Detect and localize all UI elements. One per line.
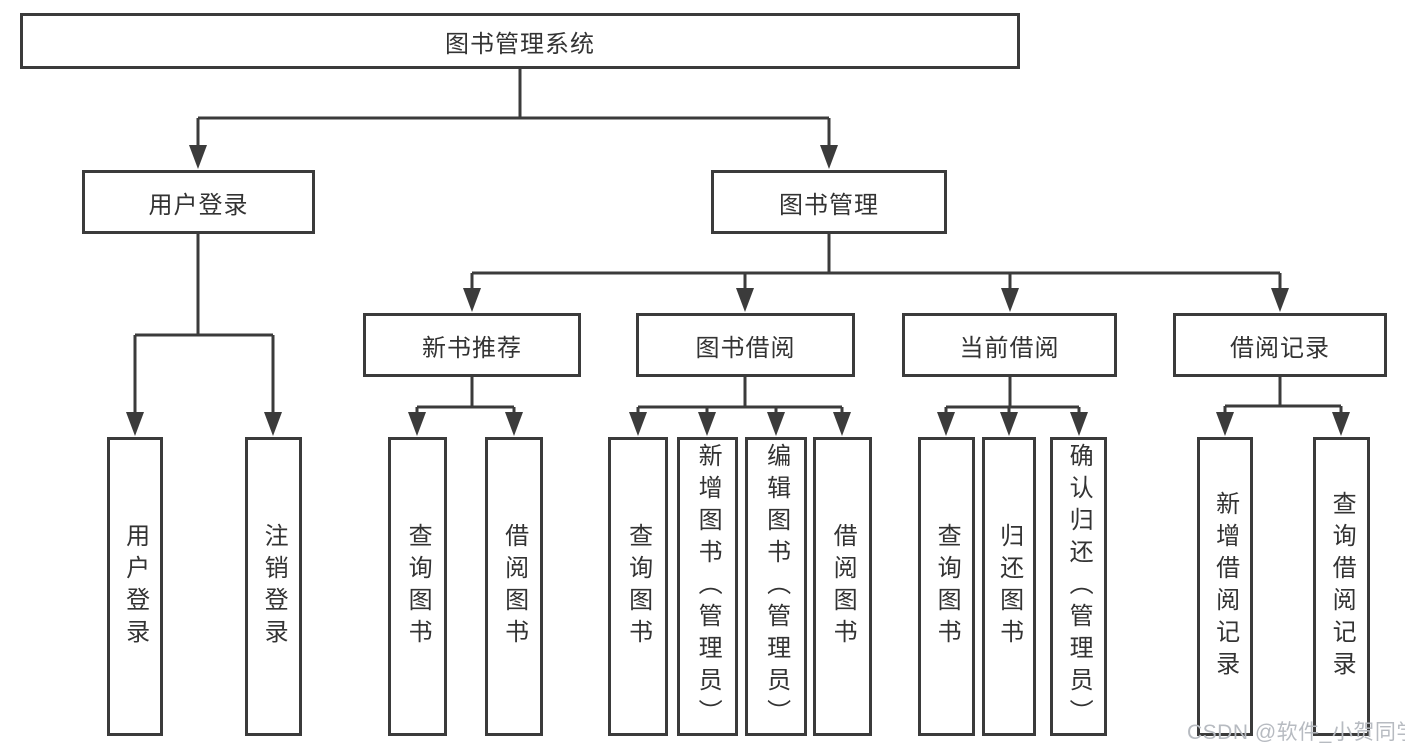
edges-root-to-level2 bbox=[189, 69, 838, 169]
node-borrow-records: 借阅记录 bbox=[1173, 313, 1387, 377]
arrowhead bbox=[1216, 412, 1234, 436]
arrowhead bbox=[1271, 288, 1289, 312]
node-borrow-records-label: 借阅记录 bbox=[1230, 334, 1330, 362]
node-user-login: 用户登录 bbox=[82, 170, 315, 234]
arrowhead bbox=[126, 412, 144, 436]
leaf-current-return-books-label: 归还图书 bbox=[995, 522, 1023, 651]
arrowhead bbox=[463, 288, 481, 312]
leaf-borrowing-query-books-label: 查询图书 bbox=[624, 522, 652, 651]
node-book-borrowing: 图书借阅 bbox=[636, 313, 855, 377]
leaf-borrowing-borrow-books-label: 借阅图书 bbox=[829, 522, 857, 651]
arrowhead bbox=[1000, 412, 1018, 436]
edges-current-borrowing-to-leaves bbox=[937, 377, 1088, 436]
leaf-records-add-record-label: 新增借阅记录 bbox=[1211, 490, 1239, 683]
leaf-borrowing-add-books-admin: 新增图书（管理员） bbox=[677, 437, 738, 736]
arrowhead bbox=[767, 412, 785, 436]
arrowhead bbox=[629, 412, 647, 436]
leaf-logout: 注销登录 bbox=[245, 437, 302, 736]
node-root: 图书管理系统 bbox=[20, 13, 1020, 69]
node-new-book-recommend-label: 新书推荐 bbox=[422, 334, 522, 362]
leaf-current-query-books-label: 查询图书 bbox=[933, 522, 961, 651]
leaf-current-confirm-return-admin-label: 确认归还（管理员） bbox=[1065, 442, 1093, 731]
leaf-borrowing-query-books: 查询图书 bbox=[608, 437, 668, 736]
arrowhead bbox=[189, 145, 207, 169]
arrowhead bbox=[736, 288, 754, 312]
leaf-user-login: 用户登录 bbox=[107, 437, 163, 736]
arrowhead bbox=[937, 412, 955, 436]
node-user-login-label: 用户登录 bbox=[148, 191, 249, 219]
edges-book-management-to-level3 bbox=[463, 234, 1289, 312]
node-book-management-label: 图书管理 bbox=[779, 191, 879, 219]
arrowhead bbox=[408, 412, 426, 436]
leaf-current-query-books: 查询图书 bbox=[918, 437, 975, 736]
leaf-current-confirm-return-admin: 确认归还（管理员） bbox=[1050, 437, 1107, 736]
arrowhead bbox=[1001, 288, 1019, 312]
arrowhead bbox=[264, 412, 282, 436]
leaf-records-query-record-label: 查询借阅记录 bbox=[1328, 490, 1356, 683]
leaf-borrowing-edit-books-admin-label: 编辑图书（管理员） bbox=[762, 442, 790, 731]
arrowhead bbox=[505, 412, 523, 436]
leaf-borrowing-add-books-admin-label: 新增图书（管理员） bbox=[694, 442, 722, 731]
leaf-records-query-record: 查询借阅记录 bbox=[1313, 437, 1370, 736]
edges-book-borrowing-to-leaves bbox=[629, 377, 851, 436]
node-current-borrowing-label: 当前借阅 bbox=[959, 334, 1060, 362]
edges-user-login-to-leaves bbox=[126, 234, 282, 436]
leaf-recommend-query-books-label: 查询图书 bbox=[404, 522, 432, 651]
arrowhead bbox=[820, 145, 838, 169]
node-new-book-recommend: 新书推荐 bbox=[363, 313, 581, 377]
node-book-borrowing-label: 图书借阅 bbox=[695, 334, 796, 362]
leaf-current-return-books: 归还图书 bbox=[982, 437, 1036, 736]
arrowhead bbox=[1070, 412, 1088, 436]
watermark: CSDN @软件_小贺同学 bbox=[1187, 721, 1405, 744]
leaf-logout-label: 注销登录 bbox=[260, 522, 288, 651]
leaf-borrowing-borrow-books: 借阅图书 bbox=[813, 437, 872, 736]
leaf-records-add-record: 新增借阅记录 bbox=[1197, 437, 1253, 736]
edges-new-book-recommend-to-leaves bbox=[408, 377, 523, 436]
arrowhead bbox=[1332, 412, 1350, 436]
edges-borrow-records-to-leaves bbox=[1216, 377, 1350, 436]
leaf-recommend-query-books: 查询图书 bbox=[388, 437, 447, 736]
node-book-management: 图书管理 bbox=[711, 170, 947, 234]
arrowhead bbox=[698, 412, 716, 436]
leaf-user-login-label: 用户登录 bbox=[121, 522, 149, 651]
leaf-borrowing-edit-books-admin: 编辑图书（管理员） bbox=[745, 437, 807, 736]
arrowhead bbox=[833, 412, 851, 436]
node-current-borrowing: 当前借阅 bbox=[902, 313, 1117, 377]
node-root-label: 图书管理系统 bbox=[445, 30, 595, 58]
leaf-recommend-borrow-books: 借阅图书 bbox=[485, 437, 543, 736]
leaf-recommend-borrow-books-label: 借阅图书 bbox=[500, 522, 528, 651]
